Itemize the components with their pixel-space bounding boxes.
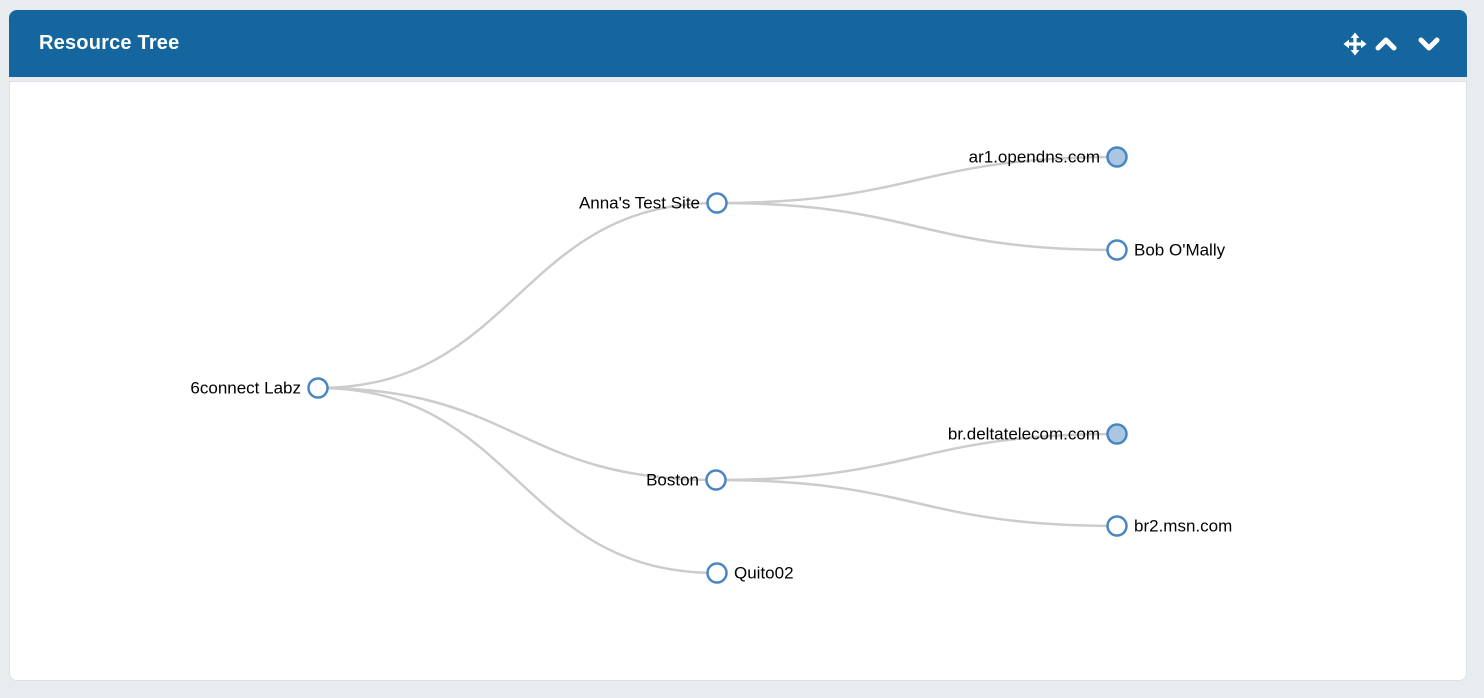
node-circle[interactable] bbox=[706, 192, 728, 214]
node-circle[interactable] bbox=[705, 469, 727, 491]
node-label: br2.msn.com bbox=[1134, 517, 1232, 536]
tree-node-ar1[interactable]: ar1.opendns.com bbox=[969, 146, 1128, 168]
chevron-up-icon[interactable] bbox=[1374, 32, 1398, 56]
tree-link-root-anna bbox=[317, 201, 718, 390]
node-circle[interactable] bbox=[1106, 515, 1128, 537]
node-label: Quito02 bbox=[734, 564, 794, 583]
tree-link-boston-brdelta bbox=[715, 432, 1118, 482]
tree-node-bob[interactable]: Bob O'Mally bbox=[1106, 239, 1226, 261]
node-circle[interactable] bbox=[1106, 146, 1128, 168]
node-circle[interactable] bbox=[706, 562, 728, 584]
panel-title: Resource Tree bbox=[39, 32, 180, 54]
tree-link-root-quito bbox=[317, 386, 718, 575]
node-label: Anna's Test Site bbox=[579, 194, 700, 213]
node-label: br.deltatelecom.com bbox=[948, 425, 1100, 444]
tree-canvas[interactable]: 6connect Labz Anna's Test Site ar1.opendns… bbox=[9, 81, 1467, 681]
node-circle[interactable] bbox=[1106, 239, 1128, 261]
node-circle[interactable] bbox=[1106, 423, 1128, 445]
panel-header-controls bbox=[1343, 32, 1441, 56]
tree-node-root[interactable]: 6connect Labz bbox=[190, 377, 329, 399]
tree-node-boston[interactable]: Boston bbox=[646, 469, 727, 491]
resource-tree-panel: Resource Tree bbox=[9, 10, 1467, 681]
tree-node-br2[interactable]: br2.msn.com bbox=[1106, 515, 1233, 537]
tree-link-root-boston bbox=[317, 386, 717, 482]
node-label: Boston bbox=[646, 471, 699, 490]
panel-header: Resource Tree bbox=[9, 10, 1467, 77]
tree-svg[interactable]: 6connect Labz Anna's Test Site ar1.opendns… bbox=[10, 82, 1466, 680]
tree-node-quito[interactable]: Quito02 bbox=[706, 562, 794, 584]
node-label: ar1.opendns.com bbox=[969, 148, 1100, 167]
tree-node-brdelta[interactable]: br.deltatelecom.com bbox=[948, 423, 1128, 445]
tree-link-boston-br2 bbox=[715, 478, 1118, 528]
tree-link-anna-bob bbox=[716, 201, 1118, 252]
tree-link-anna-ar1 bbox=[716, 155, 1118, 205]
node-label: Bob O'Mally bbox=[1134, 241, 1226, 260]
chevron-down-icon[interactable] bbox=[1417, 32, 1441, 56]
tree-node-anna[interactable]: Anna's Test Site bbox=[579, 192, 728, 214]
move-icon[interactable] bbox=[1343, 32, 1367, 56]
node-circle[interactable] bbox=[307, 377, 329, 399]
node-label: 6connect Labz bbox=[190, 379, 301, 398]
